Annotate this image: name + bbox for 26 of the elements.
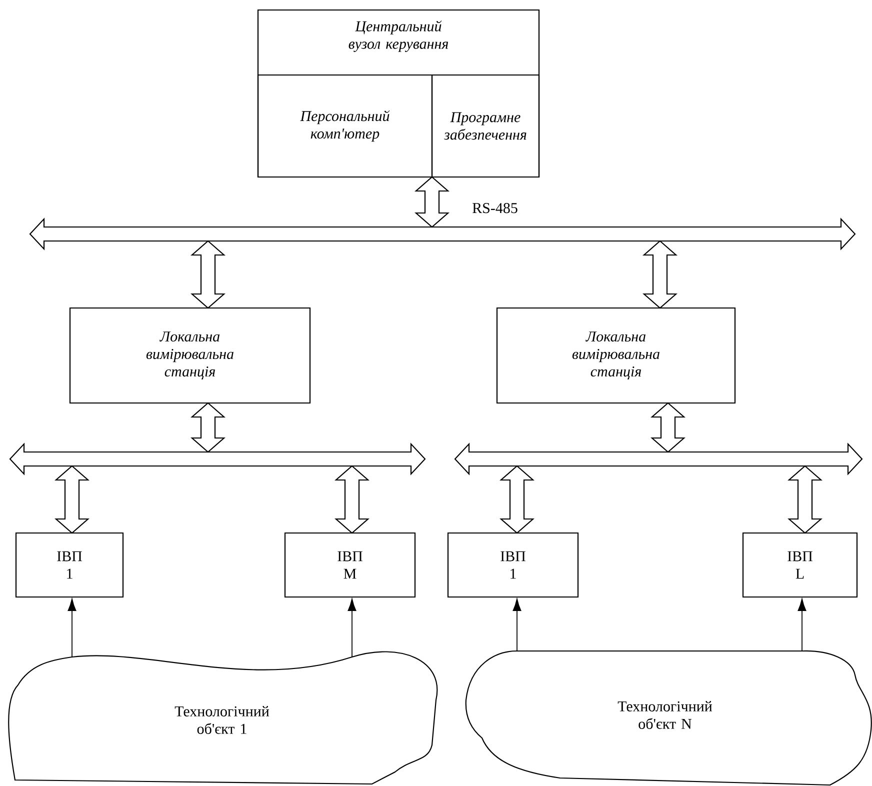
bus-label: RS-485	[472, 203, 518, 214]
module-box: ІВП M	[284, 532, 416, 598]
bus-bar	[454, 442, 863, 476]
module-box: ІВП L	[742, 532, 858, 598]
double-arrow	[190, 240, 226, 309]
bus-bar	[9, 442, 426, 476]
double-arrow	[650, 402, 686, 453]
process-object-outline: Технологічний об'єкт N	[465, 650, 872, 786]
double-arrow	[334, 465, 370, 534]
double-arrow	[642, 240, 678, 309]
double-arrow	[190, 402, 226, 453]
software-box: Програмне забезпечення	[431, 74, 540, 178]
module-box: ІВП 1	[447, 532, 579, 598]
double-arrow	[500, 465, 534, 534]
computer-box: Персональний комп'ютер	[257, 74, 433, 178]
double-arrow	[788, 465, 822, 534]
process-object-outline: Технологічний об'єкт 1	[8, 651, 438, 785]
station-box: Локальна вимірювальна станція	[69, 307, 311, 404]
module-box: ІВП 1	[15, 532, 124, 598]
double-arrow	[54, 465, 90, 534]
arrow	[798, 598, 806, 652]
station-box: Локальна вимірювальна станція	[496, 307, 736, 404]
arrow	[512, 598, 522, 652]
arrow	[68, 598, 76, 658]
double-arrow	[414, 176, 450, 228]
arrow	[348, 598, 356, 658]
